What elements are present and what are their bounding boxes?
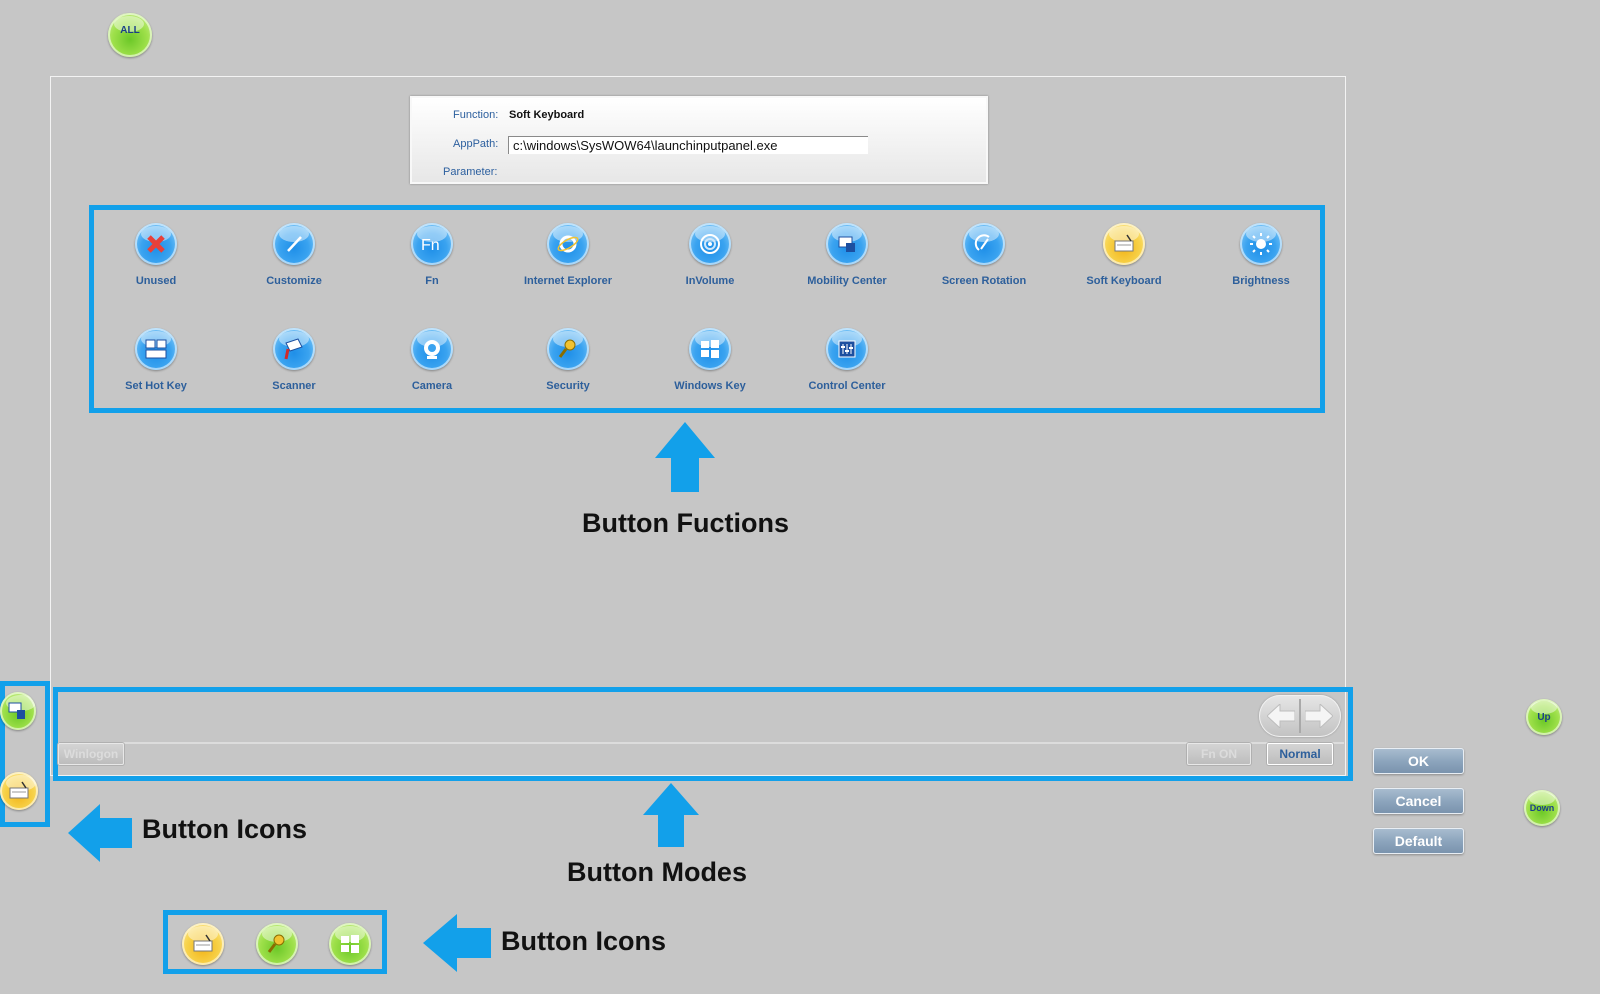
button-icons-left-highlight: [0, 681, 50, 827]
function-label: Camera: [411, 380, 453, 392]
windows-logo-icon[interactable]: [689, 328, 731, 370]
function-label: Soft Keyboard: [1086, 275, 1162, 287]
volume-icon[interactable]: [689, 223, 731, 265]
soft-keyboard-icon[interactable]: [0, 772, 38, 810]
screen-rotation-icon[interactable]: [963, 223, 1005, 265]
svg-text:Fn: Fn: [421, 237, 440, 254]
arrow-left-icon[interactable]: [1267, 704, 1295, 728]
all-button[interactable]: ALL: [108, 13, 152, 57]
winlogon-mode-button[interactable]: Winlogon: [58, 743, 124, 765]
cancel-button[interactable]: Cancel: [1373, 788, 1464, 814]
security-key-icon[interactable]: [547, 328, 589, 370]
apppath-input[interactable]: [508, 136, 868, 154]
control-center-icon[interactable]: [826, 328, 868, 370]
scanner-icon[interactable]: [273, 328, 315, 370]
button-icons-caption-left: Button Icons: [142, 814, 307, 844]
function-soft-keyboard[interactable]: Soft Keyboard: [1059, 223, 1189, 303]
fn-on-mode-button[interactable]: Fn ON: [1187, 743, 1251, 765]
soft-keyboard-icon[interactable]: [182, 923, 224, 965]
function-label: Windows Key: [674, 380, 746, 392]
button-functions-highlight: [89, 205, 1325, 413]
default-button[interactable]: Default: [1373, 828, 1464, 854]
set-hot-key-icon[interactable]: [135, 328, 177, 370]
function-label: Security: [546, 380, 590, 392]
arrow-up-icon: [655, 422, 715, 492]
customize-pen-icon[interactable]: [273, 223, 315, 265]
up-button[interactable]: Up: [1526, 699, 1562, 735]
security-key-icon[interactable]: [256, 923, 298, 965]
down-button[interactable]: Down: [1524, 790, 1560, 826]
fn-icon[interactable]: Fn: [411, 223, 453, 265]
mobility-center-icon[interactable]: [0, 692, 36, 730]
parameter-label: Parameter:: [443, 166, 498, 178]
all-button-label: ALL: [120, 24, 140, 36]
unused-x-icon[interactable]: [135, 223, 177, 265]
function-scanner[interactable]: Scanner: [229, 328, 359, 408]
function-label: InVolume: [685, 275, 735, 287]
button-icons-caption-bottom: Button Icons: [501, 926, 666, 956]
function-label: Scanner: [272, 380, 316, 392]
function-screen-rotation[interactable]: Screen Rotation: [919, 223, 1049, 303]
camera-icon[interactable]: [411, 328, 453, 370]
normal-mode-button[interactable]: Normal: [1267, 743, 1333, 765]
function-control-center[interactable]: Control Center: [782, 328, 912, 408]
function-mobility-center[interactable]: Mobility Center: [782, 223, 912, 303]
button-icons-bottom-highlight: [163, 910, 387, 974]
soft-keyboard-icon[interactable]: [1103, 223, 1145, 265]
function-info-panel: Function: Soft Keyboard AppPath: Paramet…: [410, 96, 988, 184]
scroll-nav-control[interactable]: [1259, 695, 1341, 737]
function-windows-key[interactable]: Windows Key: [645, 328, 775, 408]
mobility-center-icon[interactable]: [826, 223, 868, 265]
arrow-right-icon[interactable]: [1305, 704, 1333, 728]
apppath-label: AppPath:: [453, 138, 499, 150]
function-label: Control Center: [808, 380, 886, 392]
arrow-left-icon: [68, 804, 132, 862]
function-label: Unused: [135, 275, 177, 287]
function-set-hot-key[interactable]: Set Hot Key: [91, 328, 221, 408]
arrow-left-icon: [423, 914, 491, 972]
function-internet-explorer[interactable]: Internet Explorer: [503, 223, 633, 303]
function-brightness[interactable]: Brightness: [1196, 223, 1326, 303]
function-label: Internet Explorer: [523, 275, 613, 287]
function-camera[interactable]: Camera: [367, 328, 497, 408]
function-value: Soft Keyboard: [509, 109, 585, 121]
function-unused[interactable]: Unused: [91, 223, 221, 303]
main-panel: [50, 76, 1346, 776]
function-security[interactable]: Security: [503, 328, 633, 408]
down-button-label: Down: [1529, 803, 1555, 813]
up-button-label: Up: [1537, 711, 1551, 723]
function-label: Set Hot Key: [125, 380, 187, 392]
function-label: Mobility Center: [807, 275, 887, 287]
internet-explorer-icon[interactable]: [547, 223, 589, 265]
modes-divider: [58, 742, 1344, 744]
function-involume[interactable]: InVolume: [645, 223, 775, 303]
button-modes-highlight: [53, 687, 1353, 781]
function-label: Screen Rotation: [941, 275, 1027, 287]
ok-button[interactable]: OK: [1373, 748, 1464, 774]
function-label: Brightness: [1232, 275, 1290, 287]
brightness-icon[interactable]: [1240, 223, 1282, 265]
function-label: Customize: [266, 275, 322, 287]
function-customize[interactable]: Customize: [229, 223, 359, 303]
function-label: Function:: [453, 109, 499, 121]
button-functions-caption: Button Fuctions: [582, 508, 789, 538]
windows-logo-icon[interactable]: [329, 923, 371, 965]
function-label: Fn: [425, 275, 439, 287]
arrow-up-icon: [643, 783, 699, 847]
button-modes-caption: Button Modes: [567, 857, 747, 887]
